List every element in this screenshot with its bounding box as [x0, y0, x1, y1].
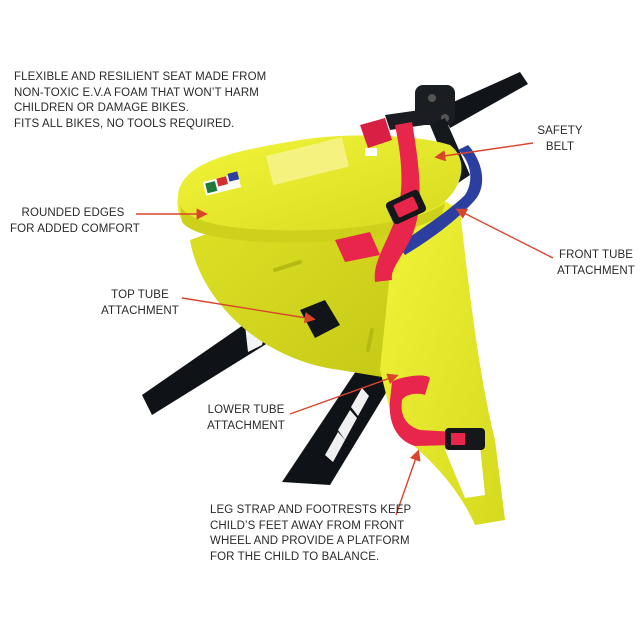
intro-line: NON-TOXIC E.V.A FOAM THAT WON’T HARM	[14, 86, 259, 99]
callout-rounded-edges: ROUNDED EDGES FOR ADDED COMFORT	[10, 207, 140, 235]
arrow-lower-tube	[289, 373, 399, 415]
arrow-safety-belt	[434, 142, 534, 162]
intro-line: FLEXIBLE AND RESILIENT SEAT MADE FROM	[14, 71, 267, 83]
leg-strap	[389, 375, 485, 450]
callout-top-tube: TOP TUBE ATTACHMENT	[101, 289, 179, 317]
callout-leg-strap: LEG STRAP AND FOOTRESTS KEEP CHILD’S FEE…	[210, 504, 412, 563]
arrow-front-tube	[455, 208, 554, 259]
lower-tube	[282, 365, 395, 485]
callout-safety-belt: SAFETY BELT	[537, 125, 583, 153]
intro-description: FLEXIBLE AND RESILIENT SEAT MADE FROM NO…	[14, 70, 266, 132]
callout-arrows	[136, 142, 554, 516]
intro-line: CHILDREN OR DAMAGE BIKES.	[14, 102, 190, 114]
safety-belt	[335, 110, 427, 282]
callout-front-tube: FRONT TUBE ATTACHMENT	[557, 249, 635, 277]
callout-lower-tube: LOWER TUBE ATTACHMENT	[207, 404, 285, 432]
arrow-leg-strap	[395, 449, 421, 516]
arrow-top-tube	[181, 297, 316, 324]
intro-line: FITS ALL BIKES, NO TOOLS REQUIRED.	[14, 117, 235, 130]
